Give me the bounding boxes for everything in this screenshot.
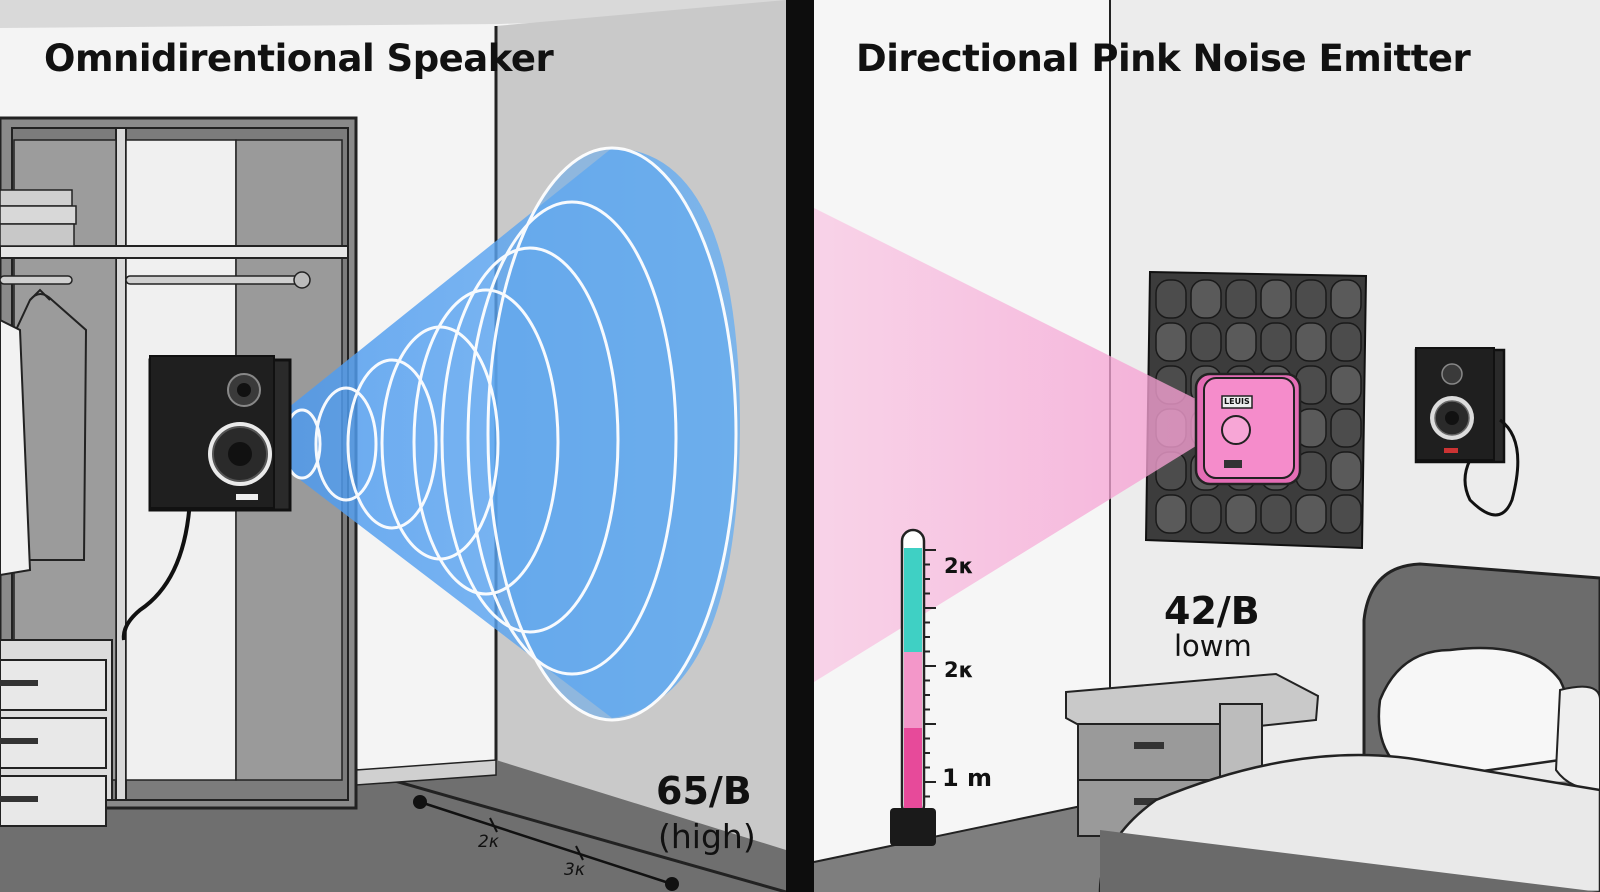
right-level-note: lowm	[1174, 629, 1252, 663]
meter-label-top: 2κ	[944, 554, 974, 578]
panel-divider	[786, 0, 814, 892]
left-level-value: 65/B	[656, 769, 752, 813]
sound-level-meter	[890, 528, 936, 846]
floor-measurement-line	[413, 795, 679, 891]
meter-label-bottom: 1 m	[942, 764, 993, 792]
right-panel-title: Directional Pink Noise Emitter	[856, 37, 1471, 80]
left-panel-title: Omnidirentional Speaker	[44, 37, 554, 80]
pink-noise-emitter	[1194, 372, 1302, 486]
device-label: LEUIS	[1224, 397, 1250, 406]
speaker-left	[148, 355, 292, 512]
meter-label-mid: 2κ	[944, 658, 974, 682]
floor-mark-3: 3κ	[564, 860, 585, 880]
left-level-note: (high)	[658, 817, 756, 856]
right-level-value: 42/B	[1164, 589, 1260, 633]
omnidirectional-sound-waves	[248, 146, 740, 722]
floor-mark-2: 2κ	[478, 832, 499, 852]
speaker-right	[1414, 347, 1520, 517]
bed	[1098, 562, 1600, 892]
